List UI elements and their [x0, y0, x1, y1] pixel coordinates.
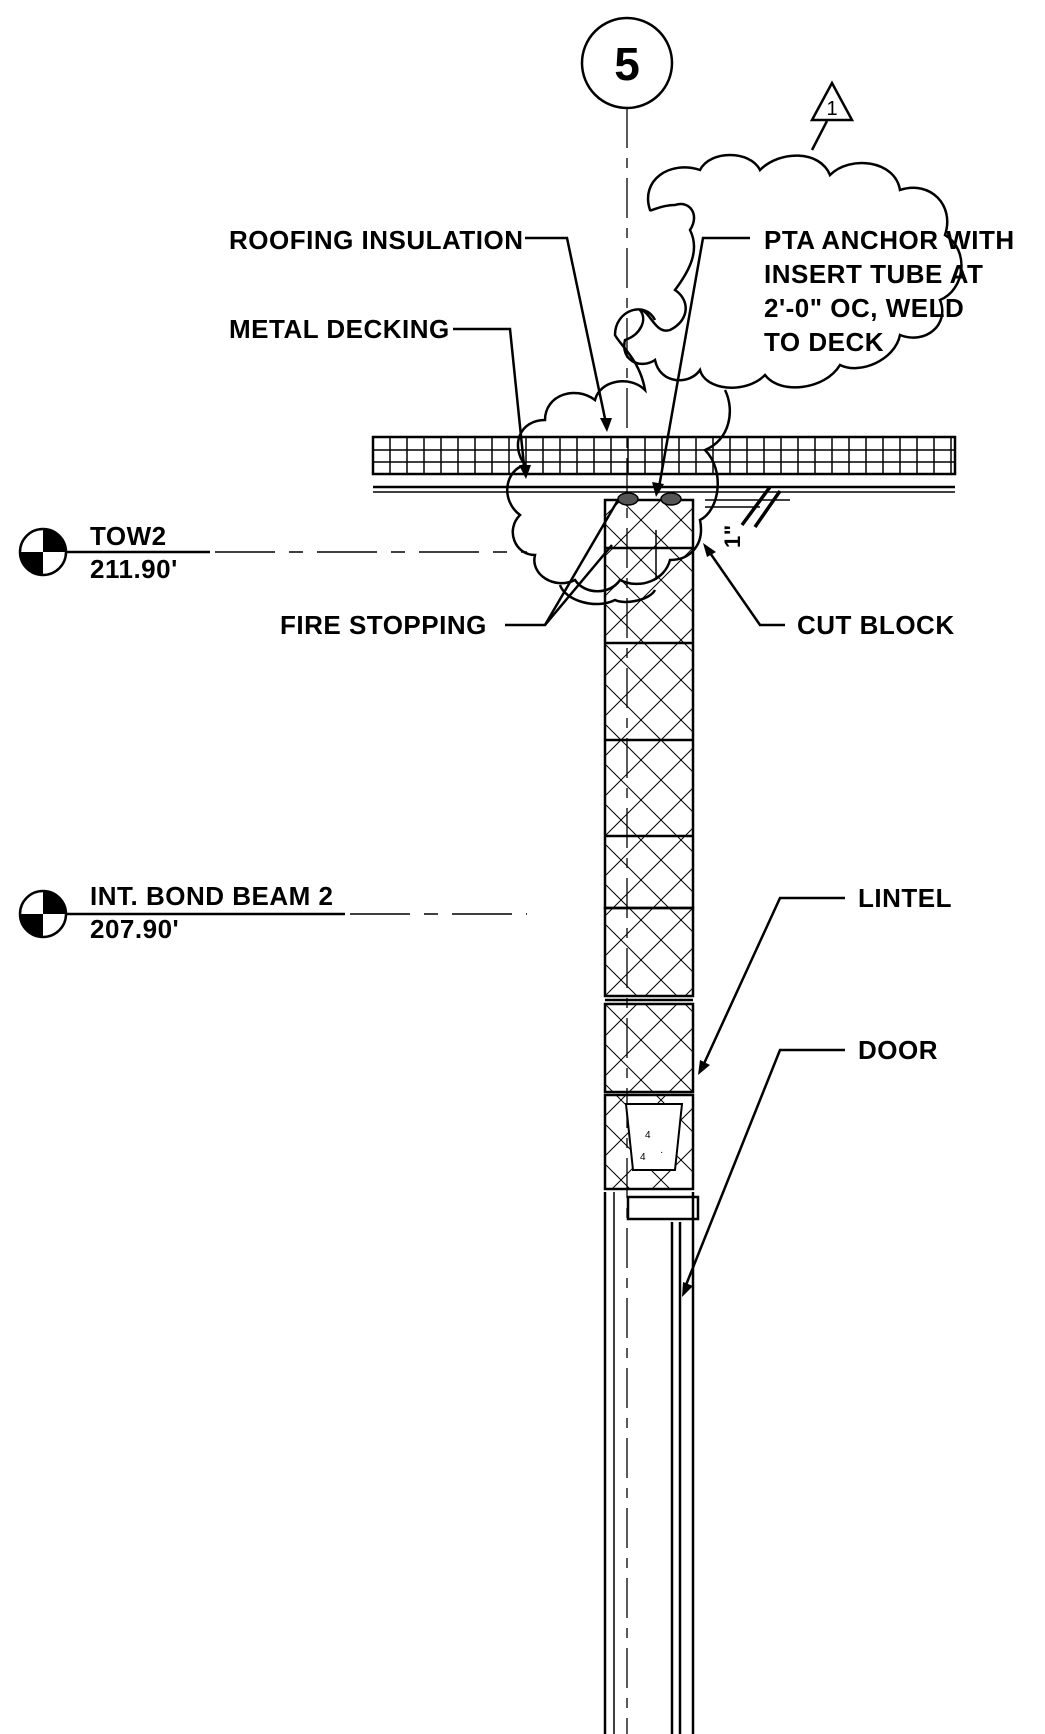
- callout-cut-block: CUT BLOCK: [703, 543, 955, 640]
- cmu-wall: [603, 498, 695, 1094]
- svg-text:·: ·: [660, 1147, 663, 1158]
- door-frame: [603, 1192, 700, 1734]
- elevation-marker-tow2: TOW2 211.90': [18, 521, 527, 584]
- anchor-assembly: [617, 492, 682, 580]
- callout-metal-decking: METAL DECKING: [229, 314, 531, 479]
- cmu-joints: [605, 546, 693, 838]
- svg-text:4: 4: [645, 1130, 651, 1141]
- label-pta-anchor-line3: 2'-0" OC, WELD: [764, 293, 964, 323]
- lintel: 4 · 4: [603, 1093, 695, 1191]
- callout-fire-stopping: FIRE STOPPING: [280, 499, 620, 640]
- label-pta-anchor-line4: TO DECK: [764, 327, 884, 357]
- elevation-value-tow2: 211.90': [90, 554, 178, 584]
- label-door: DOOR: [858, 1035, 938, 1065]
- elevation-value-bond-beam: 207.90': [90, 914, 179, 944]
- elevation-name-bond-beam: INT. BOND BEAM 2: [90, 881, 333, 911]
- revision-cloud-lower: [506, 308, 732, 593]
- label-fire-stopping: FIRE STOPPING: [280, 610, 487, 640]
- callout-door: DOOR: [682, 1035, 938, 1297]
- revision-number: 1: [826, 98, 837, 120]
- label-cut-block: CUT BLOCK: [797, 610, 955, 640]
- callout-pta-anchor: PTA ANCHOR WITH INSERT TUBE AT 2'-0" OC,…: [652, 225, 1015, 497]
- gap-dimension: 1": [705, 485, 790, 548]
- revision-cloud: [622, 153, 963, 389]
- roof-deck: [371, 435, 957, 493]
- label-metal-decking: METAL DECKING: [229, 314, 450, 344]
- callout-lintel: LINTEL: [698, 883, 952, 1075]
- insulation-cells: [389, 437, 952, 474]
- svg-text:4: 4: [640, 1152, 646, 1163]
- revision-tag: 1: [809, 80, 855, 151]
- label-gap-dimension: 1": [720, 524, 745, 548]
- elevation-marker-bond-beam: INT. BOND BEAM 2 207.90': [18, 881, 527, 944]
- callout-roofing-insulation: ROOFING INSULATION: [229, 225, 612, 432]
- label-pta-anchor-line1: PTA ANCHOR WITH: [764, 225, 1015, 255]
- label-roofing-insulation: ROOFING INSULATION: [229, 225, 524, 255]
- elevation-name-tow2: TOW2: [90, 521, 167, 551]
- label-pta-anchor-line2: INSERT TUBE AT: [764, 259, 983, 289]
- grid-bubble-label: 5: [614, 38, 640, 90]
- grid-bubble: 5: [580, 16, 674, 110]
- label-lintel: LINTEL: [858, 883, 952, 913]
